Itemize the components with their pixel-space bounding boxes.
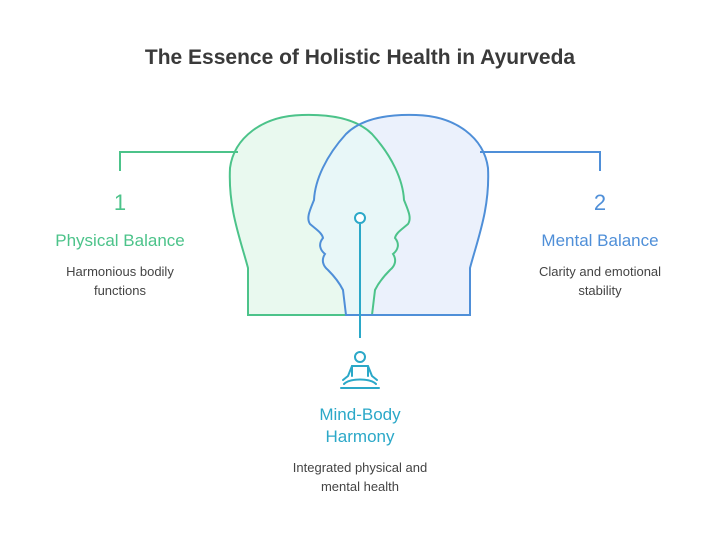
mental-description-line: stability <box>578 283 622 298</box>
mental-number: 2 <box>593 190 607 215</box>
harmony-description: Integrated physical and mental health <box>260 458 460 496</box>
physical-number: 1 <box>113 190 127 215</box>
physical-description: Harmonious bodily functions <box>20 262 220 300</box>
mental-connector <box>480 151 601 171</box>
physical-connector <box>119 151 238 171</box>
mental-label: Mental Balance <box>541 231 659 250</box>
meditation-person-icon <box>340 351 380 389</box>
mental-description: Clarity and emotional stability <box>500 262 700 300</box>
harmony-label: Mind-Body Harmony <box>260 404 460 448</box>
harmony-node <box>354 212 366 224</box>
mental-description-line: Clarity and emotional <box>538 264 662 279</box>
physical-description-line: Harmonious bodily <box>66 264 174 279</box>
diagram-title: The Essence of Holistic Health in Ayurve… <box>144 46 576 69</box>
harmony-description-line: Integrated physical and <box>292 460 428 475</box>
harmony-label-line: Harmony <box>325 427 395 446</box>
physical-description-line: functions <box>93 283 147 298</box>
harmony-description-line: mental health <box>320 479 400 494</box>
physical-label: Physical Balance <box>55 231 185 250</box>
harmony-label-line: Mind-Body <box>319 405 401 424</box>
